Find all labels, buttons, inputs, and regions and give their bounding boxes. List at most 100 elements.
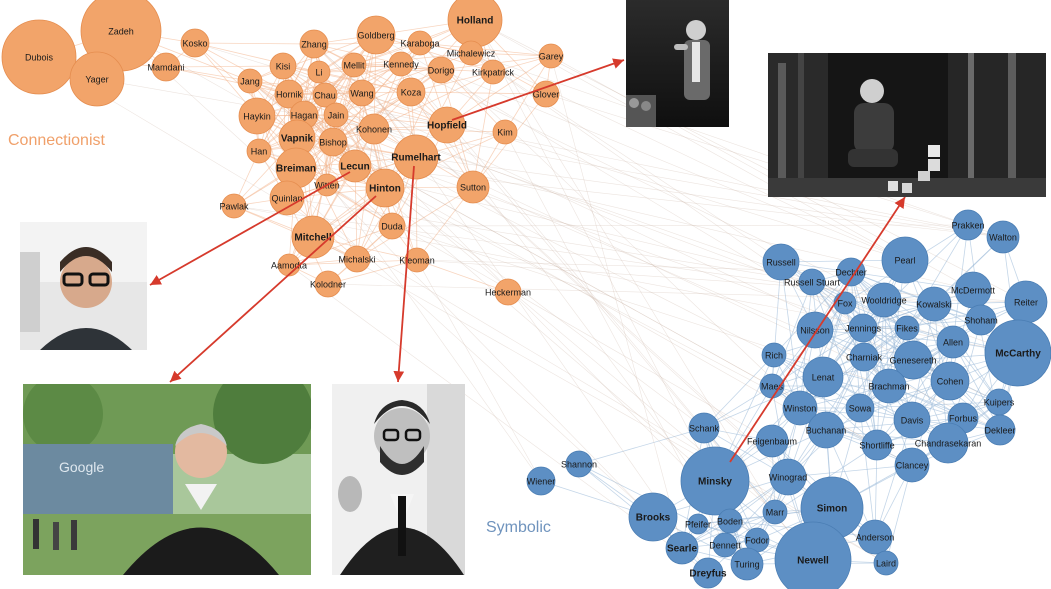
connectionist-node-circle <box>407 30 433 56</box>
symbolic-node-label: Kuipers <box>984 398 1015 408</box>
network-edge <box>825 327 908 431</box>
connectionist-node: Kohonen <box>356 113 392 145</box>
network-edge <box>356 128 375 260</box>
symbolic-node-label: Chandrasekaran <box>915 439 982 449</box>
connectionist-node-label: Dorigo <box>428 66 455 76</box>
symbolic-node: Davis <box>893 401 931 439</box>
network-edge <box>811 281 908 329</box>
symbolic-node-label: Shoham <box>964 316 998 326</box>
connectionist-node-circle <box>356 15 396 55</box>
network-edge <box>165 65 284 68</box>
symbolic-node-label: McCarthy <box>995 349 1041 360</box>
connectionist-node-circle <box>151 52 181 82</box>
connectionist-node-circle <box>238 97 276 135</box>
connectionist-node-label: Hopfield <box>427 121 467 132</box>
symbolic-node-circle <box>894 447 930 483</box>
connectionist-node-circle <box>291 215 335 259</box>
connectionist-node: Koza <box>396 77 426 107</box>
symbolic-node-circle <box>680 446 750 516</box>
symbolic-node: Charniak <box>846 342 883 372</box>
symbolic-node-label: Wooldridge <box>861 296 906 306</box>
network-edge <box>470 52 552 57</box>
connectionist-node: Mitchell <box>291 215 335 259</box>
cross-edge <box>282 65 1000 403</box>
symbolic-node-label: Brooks <box>636 513 671 524</box>
symbolic-node-circle <box>688 412 720 444</box>
connectionist-node-label: Mamdani <box>147 63 184 73</box>
connectionist-node-label: Hinton <box>369 184 401 195</box>
network-edge <box>472 71 494 188</box>
arrow-lecun <box>149 171 351 286</box>
connectionist-node: Aamodta <box>271 253 307 277</box>
symbolic-node: Boden <box>717 508 743 534</box>
symbolic-node-circle <box>873 550 899 576</box>
connectionist-node-label: Michalski <box>338 255 375 265</box>
network-edge <box>470 52 547 95</box>
symbolic-node-label: Reiter <box>1014 298 1038 308</box>
network-edge <box>353 52 472 66</box>
connectionist-node-label: Rumelhart <box>391 153 441 164</box>
network-edge <box>863 319 982 358</box>
network-edge <box>859 407 876 538</box>
symbolic-node: Brachman <box>868 368 910 404</box>
symbolic-node-circle <box>857 519 893 555</box>
connectionist-node-label: Hornik <box>276 90 303 100</box>
arrow-hopfield <box>451 58 625 121</box>
connectionist-node-circle <box>532 80 560 108</box>
connectionist-node: Hinton <box>365 168 405 208</box>
symbolic-node-label: Lenat <box>812 373 835 383</box>
symbolic-node-label: Genesereth <box>889 356 936 366</box>
connectionist-node-circle <box>378 212 406 240</box>
symbolic-node-label: Fikes <box>896 324 918 334</box>
symbolic-node-circle <box>861 429 893 461</box>
connectionist-node: Mamdani <box>147 52 185 82</box>
network-edge <box>335 114 448 126</box>
symbolic-node-label: Kowalski <box>916 300 952 310</box>
symbolic-node-label: Wiener <box>527 477 556 487</box>
connectionist-node-label: Kirkpatrick <box>472 68 515 78</box>
symbolic-node-label: Fodor <box>745 536 769 546</box>
symbolic-node-circle <box>798 268 826 296</box>
symbolic-node: Winston <box>782 390 818 426</box>
network-edge <box>933 303 1000 403</box>
network-edge <box>324 94 448 126</box>
cross-edge <box>474 19 1027 303</box>
symbolic-node: Schank <box>688 412 720 444</box>
network-edge <box>373 71 494 130</box>
symbolic-node-circle <box>807 411 845 449</box>
symbolic-node-circle <box>730 547 764 581</box>
symbolic-node-label: Anderson <box>856 533 895 543</box>
symbolic-node-circle <box>881 236 929 284</box>
connectionist-node-label: Zadeh <box>108 27 134 37</box>
connectionist-node: Glover <box>532 80 560 108</box>
connectionist-node-label: Karaboga <box>400 39 439 49</box>
network-edge <box>578 427 705 465</box>
connectionist-node: Kim <box>492 119 518 145</box>
connectionist-node: Jain <box>323 102 349 128</box>
symbolic-node-circle <box>665 531 699 565</box>
cross-edge <box>286 197 813 283</box>
connectionist-node-circle <box>299 29 329 59</box>
cross-edge <box>400 63 885 301</box>
symbolic-node: Dreyfus <box>689 557 727 589</box>
connectionist-node: Kirkpatrick <box>472 59 515 85</box>
symbolic-node: Brooks <box>628 492 678 542</box>
connectionist-node-label: Aamodta <box>271 261 307 271</box>
symbolic-node: Dennett <box>709 532 741 558</box>
symbolic-node: Searle <box>665 531 699 565</box>
connectionist-node: Sutton <box>456 170 490 204</box>
symbolic-node: Walton <box>986 220 1020 254</box>
network-edge <box>258 128 375 152</box>
connectionist-node-label: Kohonen <box>356 125 392 135</box>
network-edge <box>318 69 442 73</box>
connectionist-node-label: Kisi <box>276 62 291 72</box>
network-edge <box>703 376 824 429</box>
connectionist-node-circle <box>307 60 331 84</box>
connectionist-node-label: Lecun <box>340 162 369 173</box>
symbolic-node-label: Brachman <box>868 382 909 392</box>
symbolic-node-circle <box>893 401 931 439</box>
cross-edge <box>296 137 542 482</box>
symbolic-node-label: McDermott <box>951 286 996 296</box>
